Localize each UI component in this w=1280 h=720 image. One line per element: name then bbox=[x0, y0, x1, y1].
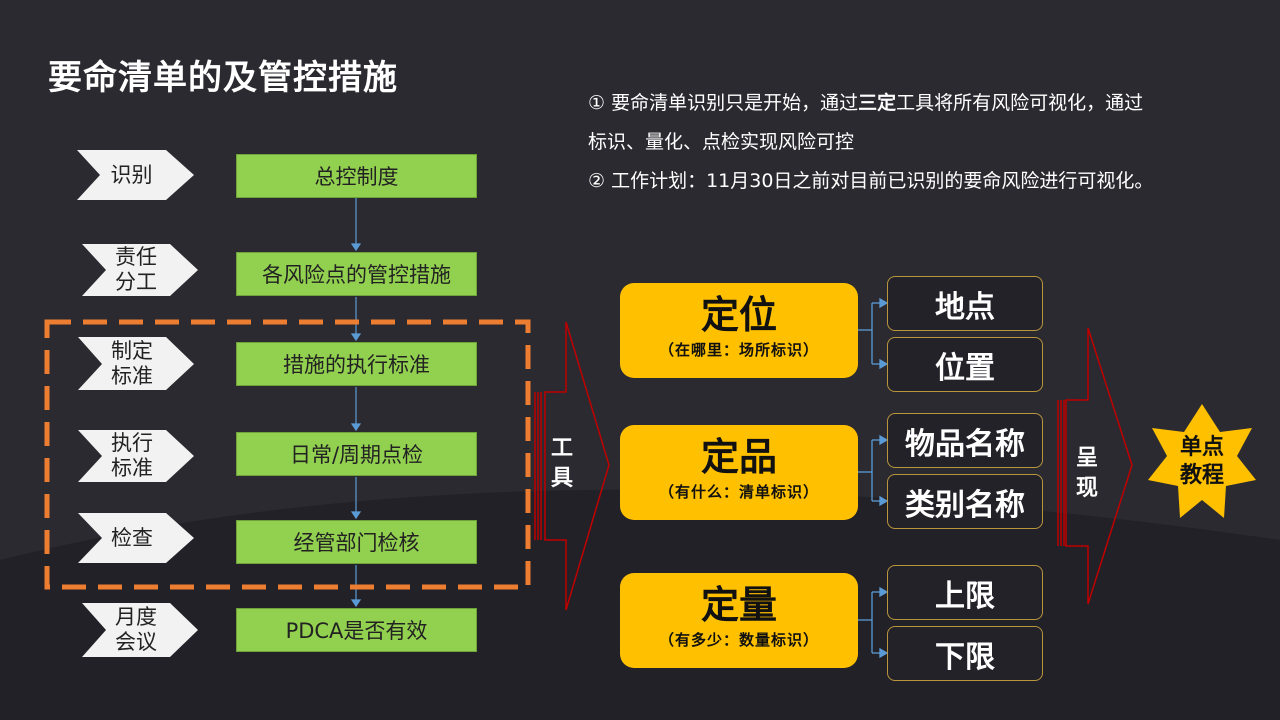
notes: ① 要命清单识别只是开始，通过三定工具将所有风险可视化，通过 标识、量化、点检实… bbox=[588, 84, 1248, 201]
chevron-tag: 检查 bbox=[78, 513, 194, 563]
chevron-tag-label: 月度 会议 bbox=[115, 605, 157, 654]
process-box: 总控制度 bbox=[236, 154, 477, 198]
chevron-tag-label: 识别 bbox=[110, 162, 153, 187]
note-line-3: ② 工作计划：11月30日之前对目前已识别的要命风险进行可视化。 bbox=[588, 170, 1154, 192]
chevron-tag-label: 检查 bbox=[111, 525, 153, 550]
chevron-tag: 月度 会议 bbox=[82, 603, 198, 657]
process-box: 日常/周期点检 bbox=[236, 432, 477, 476]
chevron-tag-label: 责任 分工 bbox=[115, 245, 157, 294]
ding-box-location: 定位 （在哪里：场所标识） bbox=[620, 283, 858, 378]
ding-subtitle: （有多少：数量标识） bbox=[658, 631, 819, 649]
present-arrow bbox=[1057, 327, 1133, 605]
dashed-frame bbox=[44, 319, 531, 590]
flow-connectors bbox=[350, 198, 362, 608]
chevron-tag: 制定 标准 bbox=[78, 337, 194, 390]
chevron-tag: 执行 标准 bbox=[78, 430, 194, 482]
chevron-tag-label: 执行 标准 bbox=[111, 431, 153, 480]
ding-title: 定品 bbox=[700, 435, 777, 479]
process-box: 各风险点的管控措施 bbox=[236, 252, 477, 296]
ding-item: 类别名称 bbox=[887, 474, 1043, 529]
star-shape bbox=[1148, 404, 1256, 518]
process-box: 经管部门检核 bbox=[236, 520, 477, 564]
present-label: 呈 现 bbox=[1076, 446, 1099, 501]
ding-item: 上限 bbox=[887, 565, 1043, 620]
star-label: 单点 教程 bbox=[1179, 435, 1224, 488]
ding-title: 定位 bbox=[700, 293, 777, 337]
ding-item: 物品名称 bbox=[887, 413, 1043, 468]
tool-label: 工 具 bbox=[551, 436, 574, 491]
page-title: 要命清单的及管控措施 bbox=[48, 58, 398, 98]
ding-subtitle: （有什么：清单标识） bbox=[658, 483, 819, 501]
process-box: PDCA是否有效 bbox=[236, 608, 477, 652]
chevron-tag: 责任 分工 bbox=[82, 244, 198, 296]
note-line-1: ① 要命清单识别只是开始，通过三定工具将所有风险可视化，通过 bbox=[588, 92, 1144, 114]
process-box: 措施的执行标准 bbox=[236, 342, 477, 386]
bracket-connectors bbox=[858, 297, 889, 659]
ding-box-quantity: 定量 （有多少：数量标识） bbox=[620, 573, 858, 668]
ding-item: 地点 bbox=[887, 276, 1043, 331]
note-line-2: 标识、量化、点检实现风险可控 bbox=[588, 131, 855, 153]
chevron-tag-label: 制定 标准 bbox=[111, 338, 153, 388]
tool-arrow bbox=[534, 321, 610, 611]
chevron-shapes bbox=[77, 150, 198, 657]
ding-item: 下限 bbox=[887, 626, 1043, 681]
ding-item: 位置 bbox=[887, 337, 1043, 392]
ding-box-item: 定品 （有什么：清单标识） bbox=[620, 425, 858, 520]
ding-subtitle: （在哪里：场所标识） bbox=[658, 341, 819, 359]
ding-title: 定量 bbox=[700, 583, 777, 627]
chevron-tag: 识别 bbox=[77, 150, 194, 200]
